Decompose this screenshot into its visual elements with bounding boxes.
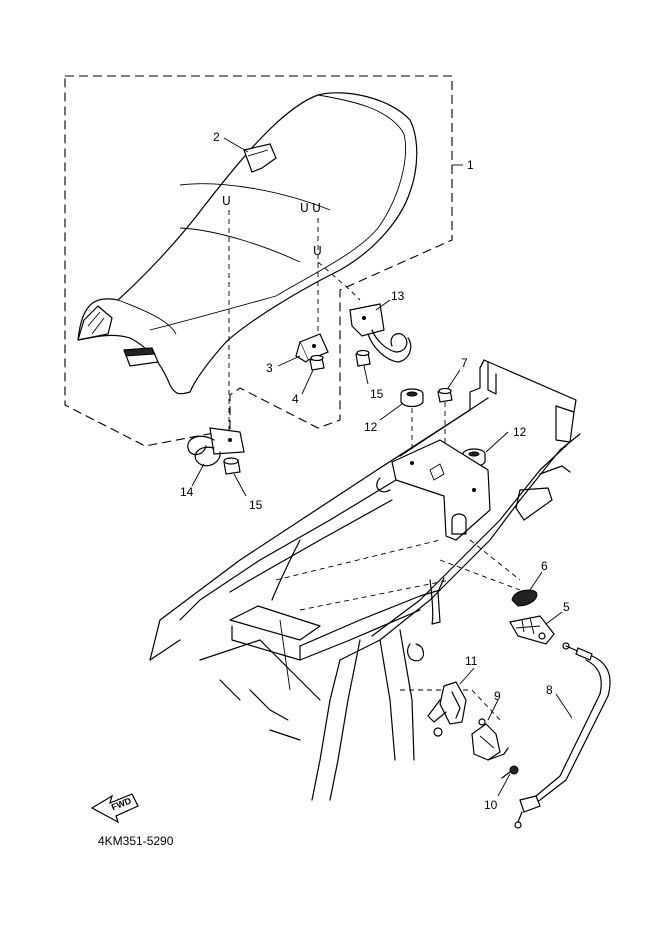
callout-12-left: 12: [364, 420, 378, 434]
seat-drawing: ᑌ ᑌ ᑌ ᑌ: [77, 92, 418, 430]
callout-9: 9: [494, 689, 501, 703]
damper-12-left: [379, 388, 424, 460]
svg-text:ᑌ: ᑌ: [222, 194, 231, 208]
callout-15-left: 15: [249, 498, 263, 512]
seat-assembly-boundary: [64, 75, 453, 447]
drawing-code: 4KM351-5290: [98, 834, 174, 848]
callout-1: 1: [467, 158, 474, 172]
striker-9: [471, 699, 509, 761]
cable-8: [514, 642, 611, 829]
callout-7: 7: [461, 356, 468, 370]
callout-15-right: 15: [370, 387, 384, 401]
lever-11: [427, 667, 475, 737]
callout-8: 8: [546, 683, 553, 697]
callout-12-right: 12: [513, 425, 527, 439]
bracket-13: [349, 299, 412, 363]
callout-3: 3: [266, 361, 273, 375]
callout-10: 10: [484, 798, 498, 812]
svg-text:ᑌ ᑌ: ᑌ ᑌ: [300, 201, 321, 215]
rear-frame: [149, 359, 581, 801]
bolt-10: [497, 765, 519, 797]
bracket-14: [187, 427, 245, 487]
nut-15-right: [355, 349, 371, 385]
collar-7: [437, 369, 461, 470]
lock-5: [509, 611, 563, 645]
svg-text:ᑌ: ᑌ: [313, 244, 322, 258]
cap-6: [511, 571, 543, 607]
nut-15-left: [223, 457, 247, 497]
callout-2: 2: [213, 130, 220, 144]
callout-6: 6: [541, 559, 548, 573]
nut-4: [301, 354, 325, 395]
callout-4: 4: [292, 392, 299, 406]
callout-5: 5: [563, 600, 570, 614]
bracket-3: [277, 333, 329, 367]
callout-13: 13: [391, 289, 405, 303]
fwd-arrow-icon: FWD: [90, 793, 139, 824]
seat-strap: [223, 137, 277, 173]
callout-11: 11: [465, 654, 478, 668]
callout-14: 14: [180, 485, 194, 499]
